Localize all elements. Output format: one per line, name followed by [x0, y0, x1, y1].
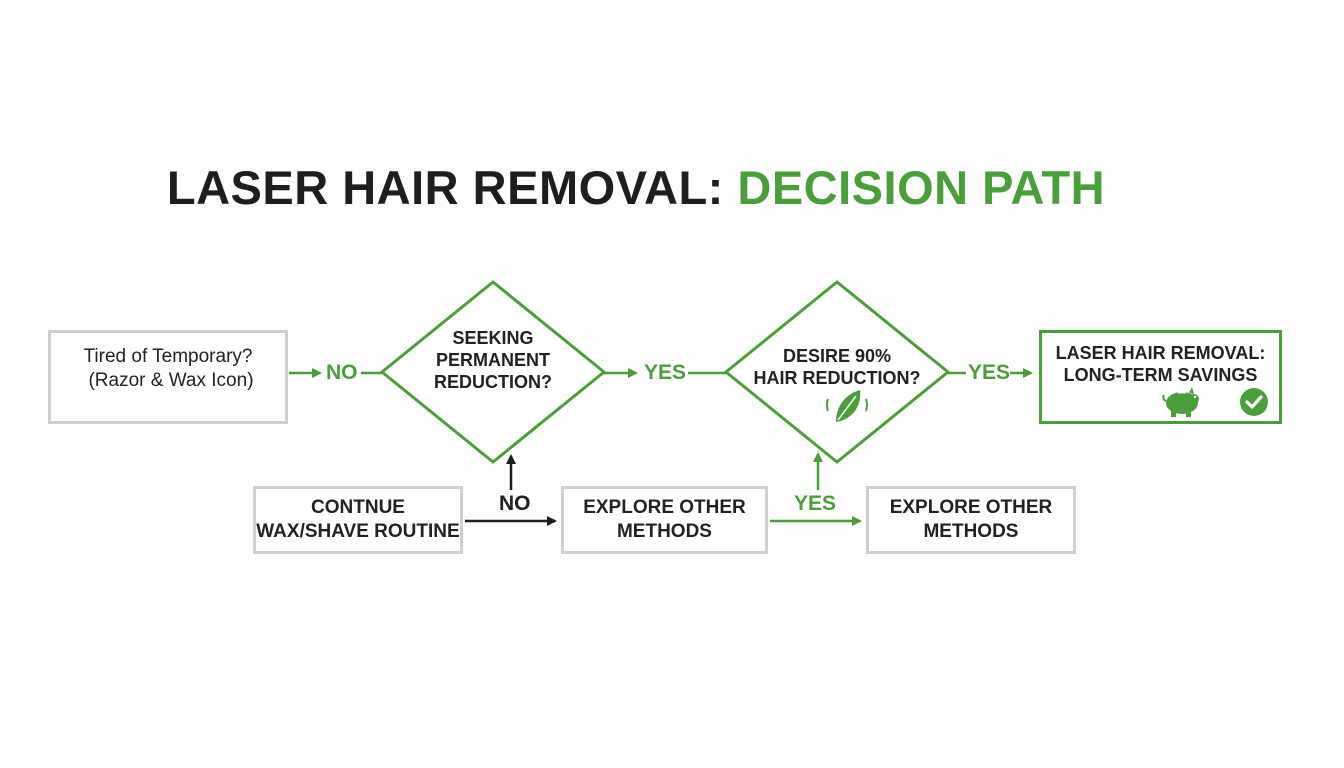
edge-label-no-2: NO: [499, 492, 531, 515]
checkmark-circle-icon: [1240, 388, 1268, 416]
start-node-line2: (Razor & Wax Icon): [88, 370, 254, 391]
continue-node-text: CONTNUE WAX/SHAVE ROUTINE: [256, 497, 460, 542]
decision-1-text: SEEKING PERMANENT REDUCTION?: [434, 328, 552, 392]
page-title: LASER HAIR REMOVAL: DECISION PATH: [0, 160, 1272, 215]
start-node: Tired of Temporary? (Razor & Wax Icon): [48, 330, 288, 424]
continue-node: CONTNUE WAX/SHAVE ROUTINE: [253, 486, 463, 554]
edge-label-yes-2: YES: [968, 361, 1011, 384]
explore-node-2-text: EXPLORE OTHER METHODS: [889, 497, 1053, 542]
edge-label-yes-3: YES: [794, 492, 837, 515]
leaf-icon: [826, 390, 868, 422]
piggy-bank-icon: [1162, 387, 1199, 417]
edge-label-yes-1: YES: [644, 361, 687, 384]
decision-2-text: DESIRE 90% HAIR REDUCTION?: [753, 346, 921, 388]
title-accent: DECISION PATH: [737, 161, 1106, 214]
explore-node-1: EXPLORE OTHER METHODS: [561, 486, 768, 554]
result-node-text: LASER HAIR REMOVAL: LONG-TERM SAVINGS: [1055, 343, 1266, 385]
start-node-text: Tired of Temporary? (Razor & Wax Icon): [82, 345, 254, 393]
edge-label-no-1: NO: [326, 361, 358, 384]
title-main: LASER HAIR REMOVAL:: [166, 161, 738, 214]
start-node-line1: Tired of Temporary?: [83, 346, 253, 367]
decision-diamond-1: [379, 280, 607, 464]
explore-node-1-text: EXPLORE OTHER METHODS: [583, 497, 746, 542]
explore-node-2: EXPLORE OTHER METHODS: [866, 486, 1076, 554]
decision-diamond-2: [723, 280, 951, 464]
result-node: LASER HAIR REMOVAL: LONG-TERM SAVINGS: [1039, 330, 1282, 424]
